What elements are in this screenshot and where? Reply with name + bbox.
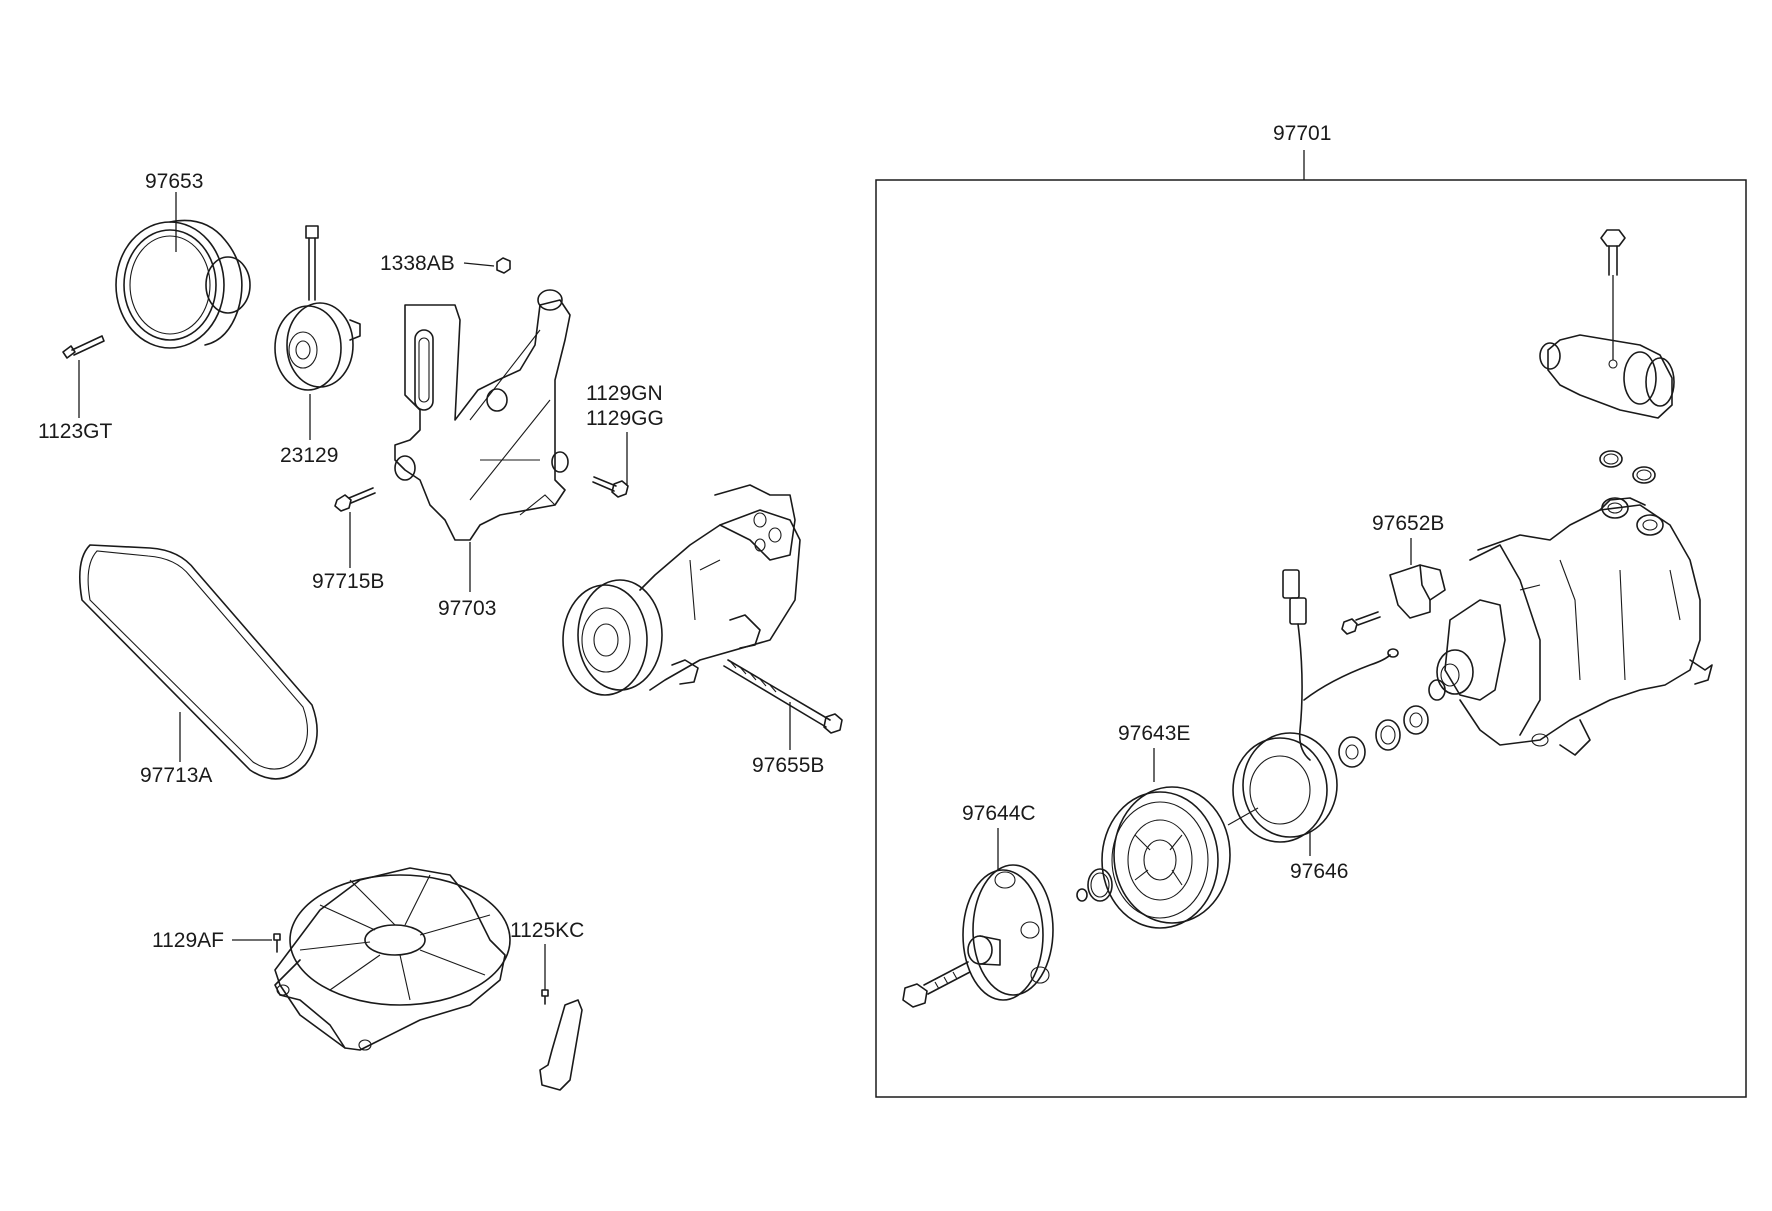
- pulley-97653: [115, 219, 251, 349]
- belt-97713A: [79, 544, 318, 780]
- o-rings: [1599, 450, 1656, 484]
- bearing-seals: [1338, 705, 1429, 768]
- field-coil-97646: [1232, 732, 1338, 843]
- label-97653: 97653: [145, 170, 203, 193]
- bolt-1123GT: [62, 335, 105, 359]
- compressor-assembly: [562, 484, 801, 696]
- label-97715B: 97715B: [312, 570, 384, 593]
- long-bolt-97655B: [723, 659, 843, 734]
- clip-1125KC: [539, 989, 583, 1091]
- hub-bolt: [902, 961, 971, 1008]
- valve-block: [1539, 229, 1675, 419]
- clutch-pulley-97643E: [1101, 786, 1259, 929]
- bracket-97703: [394, 289, 571, 541]
- label-97652B: 97652B: [1372, 512, 1444, 535]
- label-97643E: 97643E: [1118, 722, 1190, 745]
- label-1125KC: 1125KC: [510, 919, 584, 942]
- label-1129AF: 1129AF: [152, 929, 224, 952]
- label-97703: 97703: [438, 597, 496, 620]
- label-23129: 23129: [280, 444, 338, 467]
- nut-1338AB: [496, 257, 511, 274]
- label-1129GG: 1129GG: [586, 407, 664, 430]
- label-97644C: 97644C: [962, 802, 1036, 825]
- bolt-97715B: [334, 487, 376, 512]
- label-1123GT: 1123GT: [38, 420, 112, 443]
- label-97713A: 97713A: [140, 764, 212, 787]
- label-97655B: 97655B: [752, 754, 824, 777]
- fan-shroud: [274, 867, 511, 1051]
- screw-1129AF: [273, 933, 281, 953]
- idler-pulley-23129: [274, 225, 361, 391]
- label-97646: 97646: [1290, 860, 1348, 883]
- label-1338AB: 1338AB: [380, 252, 455, 275]
- snap-rings: [1076, 868, 1113, 902]
- compressor-body: [1428, 497, 1713, 756]
- wire-harness: [1282, 569, 1399, 761]
- bracket-97652B: [1389, 564, 1446, 619]
- label-97701: 97701: [1273, 122, 1331, 145]
- compressor-kit-frame: [875, 179, 1747, 1098]
- bolt-1129GN: [592, 476, 629, 498]
- clutch-hub-97644C: [962, 864, 1054, 1001]
- label-1129GN: 1129GN: [586, 382, 663, 405]
- screw-97652B: [1341, 611, 1381, 635]
